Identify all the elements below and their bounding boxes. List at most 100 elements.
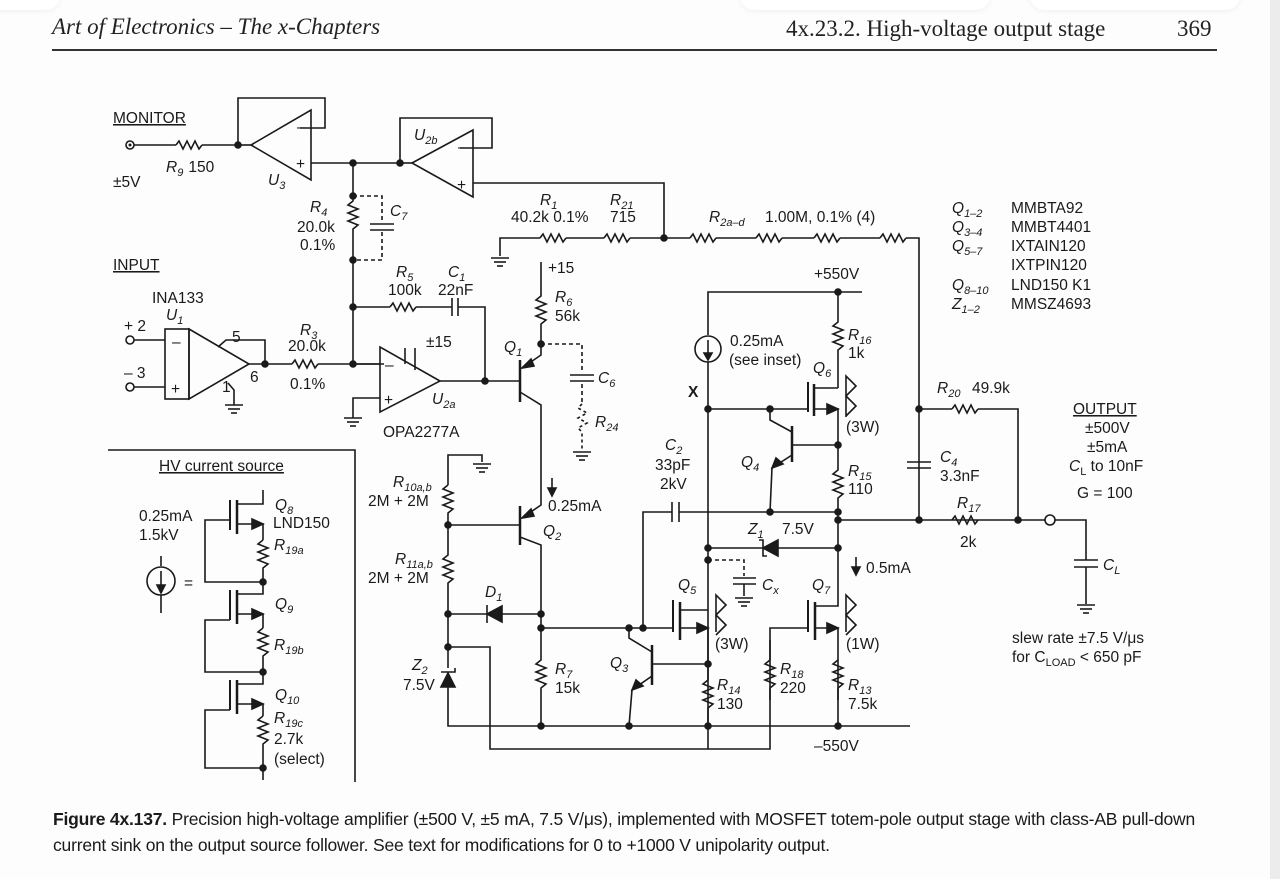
svg-text:(3W): (3W)	[846, 419, 880, 436]
z2-zener	[439, 671, 457, 688]
svg-text:0.1%: 0.1%	[290, 376, 326, 393]
page-edge	[1270, 0, 1280, 879]
svg-text:U2a: U2a	[432, 391, 455, 411]
r5-c1-feedback: R5 100k C1 22nF	[353, 264, 486, 381]
svg-text:U1: U1	[166, 307, 183, 327]
svg-text:(select): (select)	[274, 751, 325, 768]
svg-text:Z2: Z2	[411, 657, 428, 677]
svg-text:R13: R13	[848, 677, 872, 697]
svg-text:±5mA: ±5mA	[1087, 439, 1128, 456]
svg-text:– 3: – 3	[124, 365, 146, 382]
svg-text:±15: ±15	[426, 334, 452, 351]
hv-current-source-inset: HV current source 0.25mA 1.5kV = Q8 LND1…	[108, 449, 356, 782]
input-minus-terminal	[125, 382, 135, 392]
svg-text:R4: R4	[310, 199, 327, 219]
r2b-resistor	[755, 232, 783, 244]
svg-text:7.5V: 7.5V	[782, 521, 815, 538]
svg-text:R2a–d: R2a–d	[709, 209, 746, 229]
page-number: 369	[1177, 16, 1212, 41]
svg-text:Z1: Z1	[747, 521, 764, 541]
u2a-opamp	[379, 345, 442, 414]
output-network: R20 49.9k C4 3.3nF R17 2k CL OUTPUT ±500…	[907, 380, 1144, 669]
monitor-label: MONITOR	[113, 110, 186, 127]
svg-text:Q6: Q6	[813, 360, 832, 380]
svg-text:R16: R16	[848, 327, 872, 347]
svg-text:R7: R7	[555, 661, 573, 681]
hv-top: +550V 0.25mA (see inset) X R16 1k	[688, 266, 872, 749]
svg-text:0.25mA: 0.25mA	[730, 333, 784, 350]
svg-text:–: –	[458, 139, 467, 156]
svg-text:D1: D1	[485, 584, 502, 604]
r6-resistor	[533, 262, 549, 344]
r19b-resistor	[255, 627, 271, 672]
svg-text:X: X	[688, 384, 699, 401]
svg-text:2M + 2M: 2M + 2M	[368, 493, 429, 510]
svg-text:Q5–7: Q5–7	[952, 238, 983, 258]
svg-text:2M + 2M: 2M + 2M	[368, 570, 429, 587]
q3: Q3	[610, 628, 708, 730]
svg-text:–: –	[172, 334, 181, 351]
svg-text:IXTPIN120: IXTPIN120	[1011, 257, 1087, 274]
d1-diode	[485, 604, 503, 624]
svg-text:LND150 K1: LND150 K1	[1011, 277, 1091, 294]
svg-text:±500V: ±500V	[1085, 420, 1130, 437]
r18-resistor	[762, 659, 778, 700]
svg-text:0.1%: 0.1%	[300, 237, 336, 254]
svg-text:1k: 1k	[848, 345, 865, 362]
svg-text:OPA2277A: OPA2277A	[383, 424, 460, 441]
svg-text:0.25mA: 0.25mA	[139, 508, 193, 525]
svg-text:INA133: INA133	[152, 290, 204, 307]
svg-text:(see inset): (see inset)	[729, 352, 801, 369]
r11-resistor	[440, 525, 456, 614]
c2: C2 33pF 2kV	[642, 437, 838, 628]
svg-text:Q8–10: Q8–10	[952, 277, 989, 297]
svg-text:Q9: Q9	[275, 596, 293, 616]
svg-text:R5: R5	[396, 264, 414, 284]
svg-text:2kV: 2kV	[660, 476, 687, 493]
svg-text:R24: R24	[595, 414, 618, 434]
svg-text:1.5kV: 1.5kV	[139, 527, 179, 544]
figure-caption: Figure 4x.137. Precision high-voltage am…	[53, 806, 1233, 858]
svg-text:5: 5	[232, 329, 241, 346]
svg-text:MMSZ4693: MMSZ4693	[1011, 296, 1091, 313]
r2a-resistor	[689, 232, 717, 244]
svg-text:56k: 56k	[555, 308, 580, 325]
svg-text:0.25mA: 0.25mA	[548, 498, 602, 515]
svg-text:slew rate ±7.5 V/μs: slew rate ±7.5 V/μs	[1012, 630, 1144, 647]
svg-text:Cx: Cx	[762, 577, 779, 597]
svg-text:R17: R17	[957, 495, 981, 515]
svg-text:+550V: +550V	[814, 266, 860, 283]
svg-text:0.5mA: 0.5mA	[866, 560, 911, 577]
svg-text:Q4: Q4	[741, 454, 759, 474]
u3-opamp	[249, 108, 312, 182]
svg-text:Q8: Q8	[275, 497, 294, 517]
figure-label: Figure 4x.137.	[53, 809, 167, 829]
figure-caption-text: Precision high-voltage amplifier (±500 V…	[53, 809, 1196, 855]
svg-text:+: +	[457, 177, 466, 194]
r4-c7: C7 R4 20.0k 0.1%	[297, 163, 408, 368]
svg-text:Q7: Q7	[812, 577, 831, 597]
svg-text:C7: C7	[390, 203, 408, 223]
svg-text:HV current source: HV current source	[159, 458, 284, 475]
svg-text:2.7k: 2.7k	[274, 731, 304, 748]
svg-text:CL to 10nF: CL to 10nF	[1069, 458, 1143, 478]
svg-text:1.00M, 0.1% (4): 1.00M, 0.1% (4)	[765, 209, 875, 226]
svg-text:Q3–4: Q3–4	[952, 219, 982, 239]
svg-text:7.5k: 7.5k	[848, 696, 878, 713]
r20-resistor	[951, 403, 979, 415]
svg-text:+: +	[171, 381, 180, 398]
output-terminal	[1044, 514, 1056, 526]
header-rule	[52, 49, 1217, 51]
browser-tab-ghost	[0, 0, 60, 10]
r7-resistor	[533, 628, 549, 726]
svg-text:MMBTA92: MMBTA92	[1011, 200, 1083, 217]
svg-text:20.0k: 20.0k	[288, 338, 326, 355]
svg-text:(3W): (3W)	[715, 636, 749, 653]
svg-text:+ 2: + 2	[124, 318, 146, 335]
q1-stage: +15 R6 56k Q1 C6 R24 0.25mA	[504, 260, 618, 515]
svg-text:R19c: R19c	[274, 710, 303, 730]
svg-text:R19b: R19b	[274, 637, 304, 657]
svg-text:130: 130	[717, 696, 743, 713]
r17-resistor	[951, 514, 979, 526]
